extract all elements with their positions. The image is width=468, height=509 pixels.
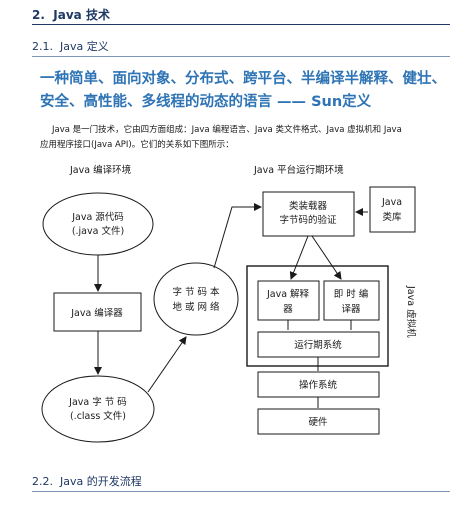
definition-line-1: 一种简单、面向对象、分布式、跨平台、半编译半解释、健壮、	[40, 71, 446, 87]
arrow-loader-to-interpreter	[289, 235, 309, 280]
class-library-box	[369, 186, 416, 233]
interpreter-label-2: 器	[283, 304, 293, 315]
os-label: 操作系统	[299, 379, 338, 391]
bytecode-verify-label: 字节码的验证	[279, 214, 337, 226]
arrow-loader-to-jit	[311, 235, 342, 280]
subsection-heading-2-1: 2.1. Java 定义	[32, 38, 109, 54]
hardware-box	[257, 408, 380, 435]
jvm-label: Java 虚拟机	[405, 285, 417, 338]
interpreter-box	[257, 280, 320, 321]
compiler-box	[53, 292, 142, 332]
jit-label-2: 译器	[341, 304, 361, 315]
section-title: Java 技术	[53, 8, 110, 22]
bytecode-file-label: (.class 文件)	[70, 410, 126, 422]
class-library-label-1: Java	[381, 197, 402, 208]
subsection-number: 2.1.	[32, 40, 53, 53]
section-number: 2.	[32, 8, 45, 22]
source-code-label: Java 源代码	[71, 212, 124, 223]
subsection-heading-2-2: 2.2. Java 的开发流程	[32, 473, 142, 489]
section-heading: 2. Java 技术	[32, 6, 110, 23]
subsection-number: 2.2.	[32, 475, 53, 488]
section-rule	[32, 24, 450, 25]
class-library-label-2: 类库	[382, 211, 402, 223]
hardware-label: 硬件	[308, 416, 328, 428]
arrow-bytecode-to-transfer	[147, 336, 187, 393]
runtime-system-box	[257, 331, 380, 358]
arrow-transfer-to-loader	[213, 203, 262, 269]
paragraph-line-1: Java 是一门技术，它由四方面组成：Java 编程语言、Java 类文件格式、…	[52, 125, 402, 135]
interpreter-label-1: Java 解释	[266, 288, 310, 300]
runtime-system-label: 运行期系统	[294, 339, 342, 351]
jit-label-1: 即 时 编	[334, 288, 369, 300]
paragraph-line-2: 应用程序接口(Java API)。它们的关系如下图所示：	[40, 140, 234, 150]
transfer-label-2: 地 或 网 络	[172, 301, 220, 313]
subsection-title: Java 定义	[60, 40, 109, 53]
source-file-label: (.java 文件)	[72, 225, 124, 237]
bytecode-label: Java 字 节 码	[68, 396, 127, 408]
transfer-label-1: 字 节 码 本	[172, 286, 220, 298]
os-box	[257, 371, 380, 398]
class-loader-box	[262, 191, 355, 237]
transfer-circle	[153, 262, 239, 336]
runtime-env-label: Java 平台运行期环境	[253, 164, 344, 176]
definition-line-2: 安全、高性能、多线程的动态的语言 —— Sun定义	[40, 94, 372, 110]
compile-env-label: Java 编译环境	[69, 164, 132, 176]
body-paragraph: Java 是一门技术，它由四方面组成：Java 编程语言、Java 类文件格式、…	[40, 123, 455, 153]
source-code-ellipse	[42, 192, 154, 256]
compiler-label: Java 编译器	[70, 307, 123, 319]
subsection-title: Java 的开发流程	[60, 475, 142, 488]
class-loader-label: 类装载器	[289, 200, 328, 212]
subsection-rule	[32, 56, 450, 57]
definition-quote: 一种简单、面向对象、分布式、跨平台、半编译半解释、健壮、 安全、高性能、多线程的…	[40, 68, 460, 114]
subsection-rule	[32, 491, 450, 492]
jit-compiler-box	[323, 280, 380, 321]
bytecode-ellipse	[41, 375, 155, 443]
